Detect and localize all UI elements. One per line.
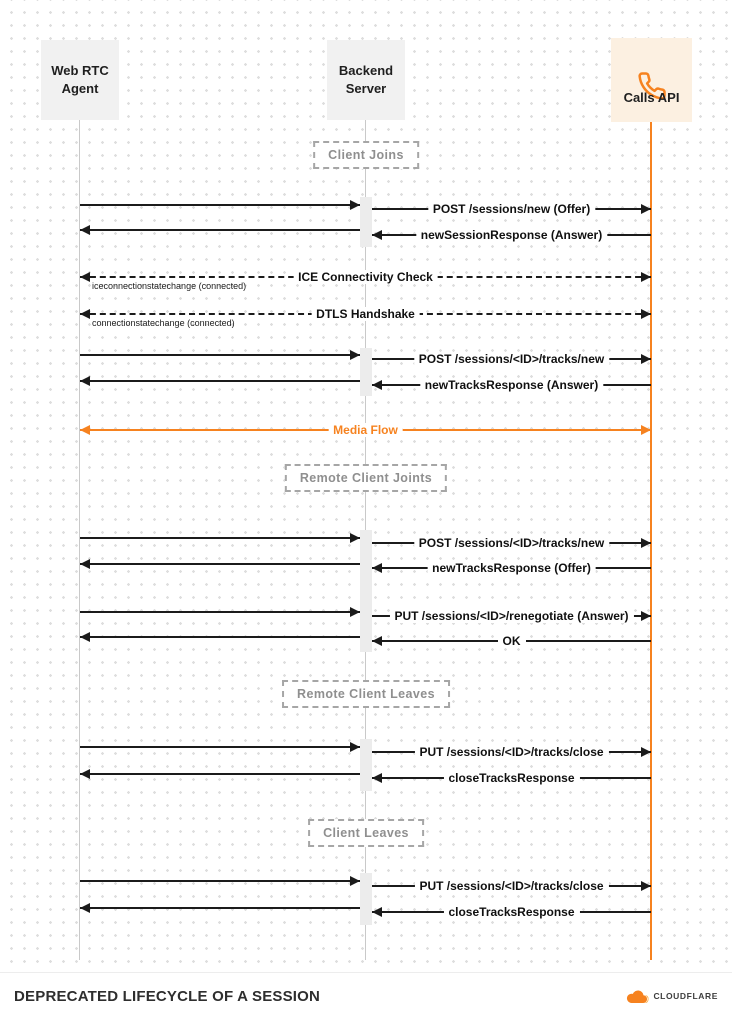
- message-label: ICE Connectivity Check: [293, 270, 438, 284]
- arrowhead-icon: [641, 309, 651, 319]
- arrowhead-icon: [641, 272, 651, 282]
- cloudflare-cloud-icon: [625, 989, 649, 1004]
- diagram-stage: POST /sessions/new (Offer) newSessionResp…: [0, 0, 732, 972]
- message-line: [80, 563, 360, 565]
- message-line: [80, 204, 360, 206]
- message-line: [80, 746, 360, 748]
- actor-label: Web RTC Agent: [51, 63, 109, 96]
- arrowhead-icon: [80, 225, 90, 235]
- message-label: POST /sessions/<ID>/tracks/new: [413, 352, 610, 366]
- arrowhead-icon: [350, 607, 360, 617]
- message-label: PUT /sessions/<ID>/tracks/close: [414, 879, 609, 893]
- message-sublabel: iceconnectionstatechange (connected): [92, 281, 247, 291]
- section-label: Client Leaves: [308, 819, 424, 847]
- arrowhead-icon: [641, 425, 651, 435]
- arrowhead-icon: [372, 907, 382, 917]
- arrowhead-icon: [641, 538, 651, 548]
- arrowhead-icon: [80, 376, 90, 386]
- arrowhead-icon: [641, 611, 651, 621]
- actor-label: Backend Server: [338, 63, 394, 96]
- brand-name: CLOUDFLARE: [653, 991, 718, 1001]
- arrowhead-icon: [80, 272, 90, 282]
- lifeline-calls-api: [650, 120, 652, 960]
- page-title: DEPRECATED LIFECYCLE OF A SESSION: [14, 987, 321, 1005]
- message-line: [80, 907, 360, 909]
- message-line: [80, 380, 360, 382]
- arrowhead-icon: [80, 425, 90, 435]
- arrowhead-icon: [641, 354, 651, 364]
- activation-bar: [360, 873, 372, 925]
- message-line: [80, 611, 360, 613]
- activation-bar: [360, 197, 372, 247]
- message-line: [80, 537, 360, 539]
- message-label: Media Flow: [328, 423, 403, 437]
- activation-bar: [360, 530, 372, 652]
- section-label: Remote Client Joints: [284, 464, 448, 492]
- message-line: [80, 773, 360, 775]
- message-line: [80, 229, 360, 231]
- message-label: DTLS Handshake: [311, 307, 420, 321]
- arrowhead-icon: [372, 380, 382, 390]
- arrowhead-icon: [350, 533, 360, 543]
- arrowhead-icon: [350, 350, 360, 360]
- message-sublabel: connectionstatechange (connected): [92, 318, 235, 328]
- actor-backend-server: Backend Server: [327, 40, 405, 120]
- arrowhead-icon: [350, 876, 360, 886]
- footer: DEPRECATED LIFECYCLE OF A SESSION CLOUDF…: [0, 972, 732, 1019]
- arrowhead-icon: [80, 769, 90, 779]
- cloudflare-logo: CLOUDFLARE: [625, 989, 718, 1004]
- arrowhead-icon: [350, 742, 360, 752]
- arrowhead-icon: [80, 903, 90, 913]
- arrowhead-icon: [80, 559, 90, 569]
- actor-calls-api: Calls API: [611, 38, 692, 122]
- message-label: POST /sessions/<ID>/tracks/new: [413, 536, 610, 550]
- message-line: [80, 636, 360, 638]
- message-label: newTracksResponse (Answer): [419, 378, 604, 392]
- arrowhead-icon: [641, 747, 651, 757]
- arrowhead-icon: [350, 200, 360, 210]
- message-label: PUT /sessions/<ID>/renegotiate (Answer): [389, 609, 634, 623]
- arrowhead-icon: [641, 881, 651, 891]
- message-label: closeTracksResponse: [443, 905, 580, 919]
- actor-label: Calls API: [623, 89, 680, 105]
- activation-bar: [360, 739, 372, 791]
- arrowhead-icon: [372, 230, 382, 240]
- message-label: POST /sessions/new (Offer): [427, 202, 596, 216]
- activation-bar: [360, 348, 372, 396]
- arrowhead-icon: [80, 632, 90, 642]
- section-label: Client Joins: [313, 141, 419, 169]
- message-label: newTracksResponse (Offer): [427, 561, 596, 575]
- message-line: [80, 354, 360, 356]
- message-label: OK: [497, 634, 526, 648]
- message-label: closeTracksResponse: [443, 771, 580, 785]
- actor-webrtc-agent: Web RTC Agent: [41, 40, 119, 120]
- message-label: PUT /sessions/<ID>/tracks/close: [414, 745, 609, 759]
- message-label: newSessionResponse (Answer): [415, 228, 608, 242]
- message-line: [80, 880, 360, 882]
- arrowhead-icon: [372, 563, 382, 573]
- arrowhead-icon: [80, 309, 90, 319]
- lifeline-webrtc-agent: [79, 120, 80, 960]
- arrowhead-icon: [372, 773, 382, 783]
- arrowhead-icon: [641, 204, 651, 214]
- phone-icon: [637, 54, 667, 100]
- section-label: Remote Client Leaves: [282, 680, 450, 708]
- arrowhead-icon: [372, 636, 382, 646]
